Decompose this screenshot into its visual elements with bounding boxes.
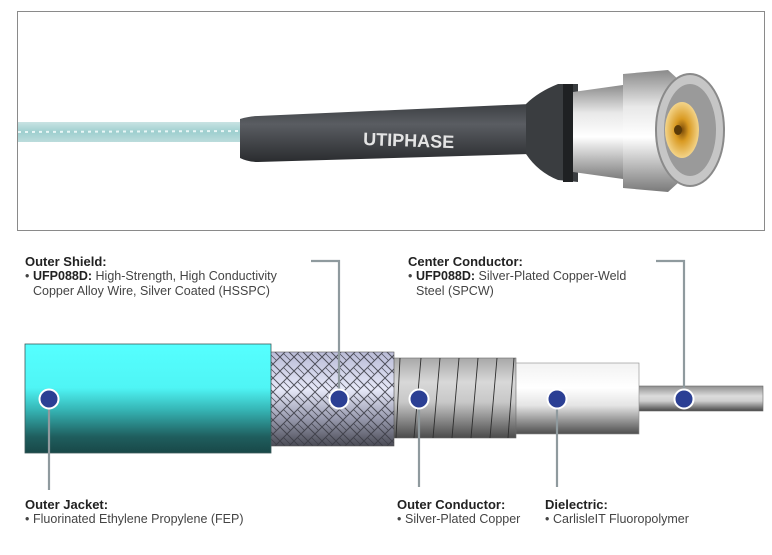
marker-dot-center-conductor — [673, 388, 695, 410]
callout-title: Outer Conductor: — [397, 497, 506, 512]
callout-text: High-Strength, High Conductivity — [95, 269, 277, 283]
leader-line-center-conductor — [656, 259, 686, 399]
bullet: • — [397, 512, 402, 526]
callout-text: Silver-Plated Copper-Weld — [478, 269, 627, 283]
bullet: • — [25, 512, 30, 526]
product-photo: UTIPHASE — [17, 11, 765, 231]
callout-center-conductor: Center Conductor: •UFP088D: Silver-Plate… — [408, 254, 626, 299]
layer-center-conductor — [631, 385, 764, 412]
marker-dot-outer-shield — [328, 388, 350, 410]
bullet: • — [408, 269, 413, 283]
marker-dot-outer-conductor — [408, 388, 430, 410]
callout-title: Outer Shield: — [25, 254, 107, 269]
bullet: • — [545, 512, 550, 526]
layer-outer-jacket — [24, 343, 272, 454]
marker-dot-dielectric — [546, 388, 568, 410]
callout-text: Silver-Plated Copper — [405, 512, 521, 526]
connector-center-pin — [674, 125, 682, 135]
callout-title: Center Conductor: — [408, 254, 523, 269]
callout-text: Steel (SPCW) — [416, 284, 494, 298]
callout-outer-shield: Outer Shield: •UFP088D: High-Strength, H… — [25, 254, 277, 299]
callout-outer-conductor: Outer Conductor: •Silver-Plated Copper — [397, 497, 520, 527]
callout-text: Fluorinated Ethylene Propylene (FEP) — [33, 512, 244, 526]
bullet: • — [25, 269, 30, 283]
model-number: UFP088D: — [33, 269, 93, 283]
cable-brand-text: UTIPHASE — [363, 129, 455, 152]
leader-line-outer-shield — [311, 259, 341, 399]
layer-dielectric — [511, 362, 640, 435]
callout-title: Dielectric: — [545, 497, 608, 512]
cable-black-sleeve — [240, 104, 530, 162]
callout-title: Outer Jacket: — [25, 497, 109, 512]
callout-text: CarlisleIT Fluoropolymer — [553, 512, 689, 526]
callout-dielectric: Dielectric: •CarlisleIT Fluoropolymer — [545, 497, 689, 527]
cable-assembly-photo: UTIPHASE — [18, 70, 725, 192]
connector-hex-body — [573, 84, 630, 180]
callout-outer-jacket: Outer Jacket: •Fluorinated Ethylene Prop… — [25, 497, 244, 527]
model-number: UFP088D: — [416, 269, 476, 283]
callout-text: Copper Alloy Wire, Silver Coated (HSSPC) — [33, 284, 270, 298]
marker-dot-outer-jacket — [38, 388, 60, 410]
